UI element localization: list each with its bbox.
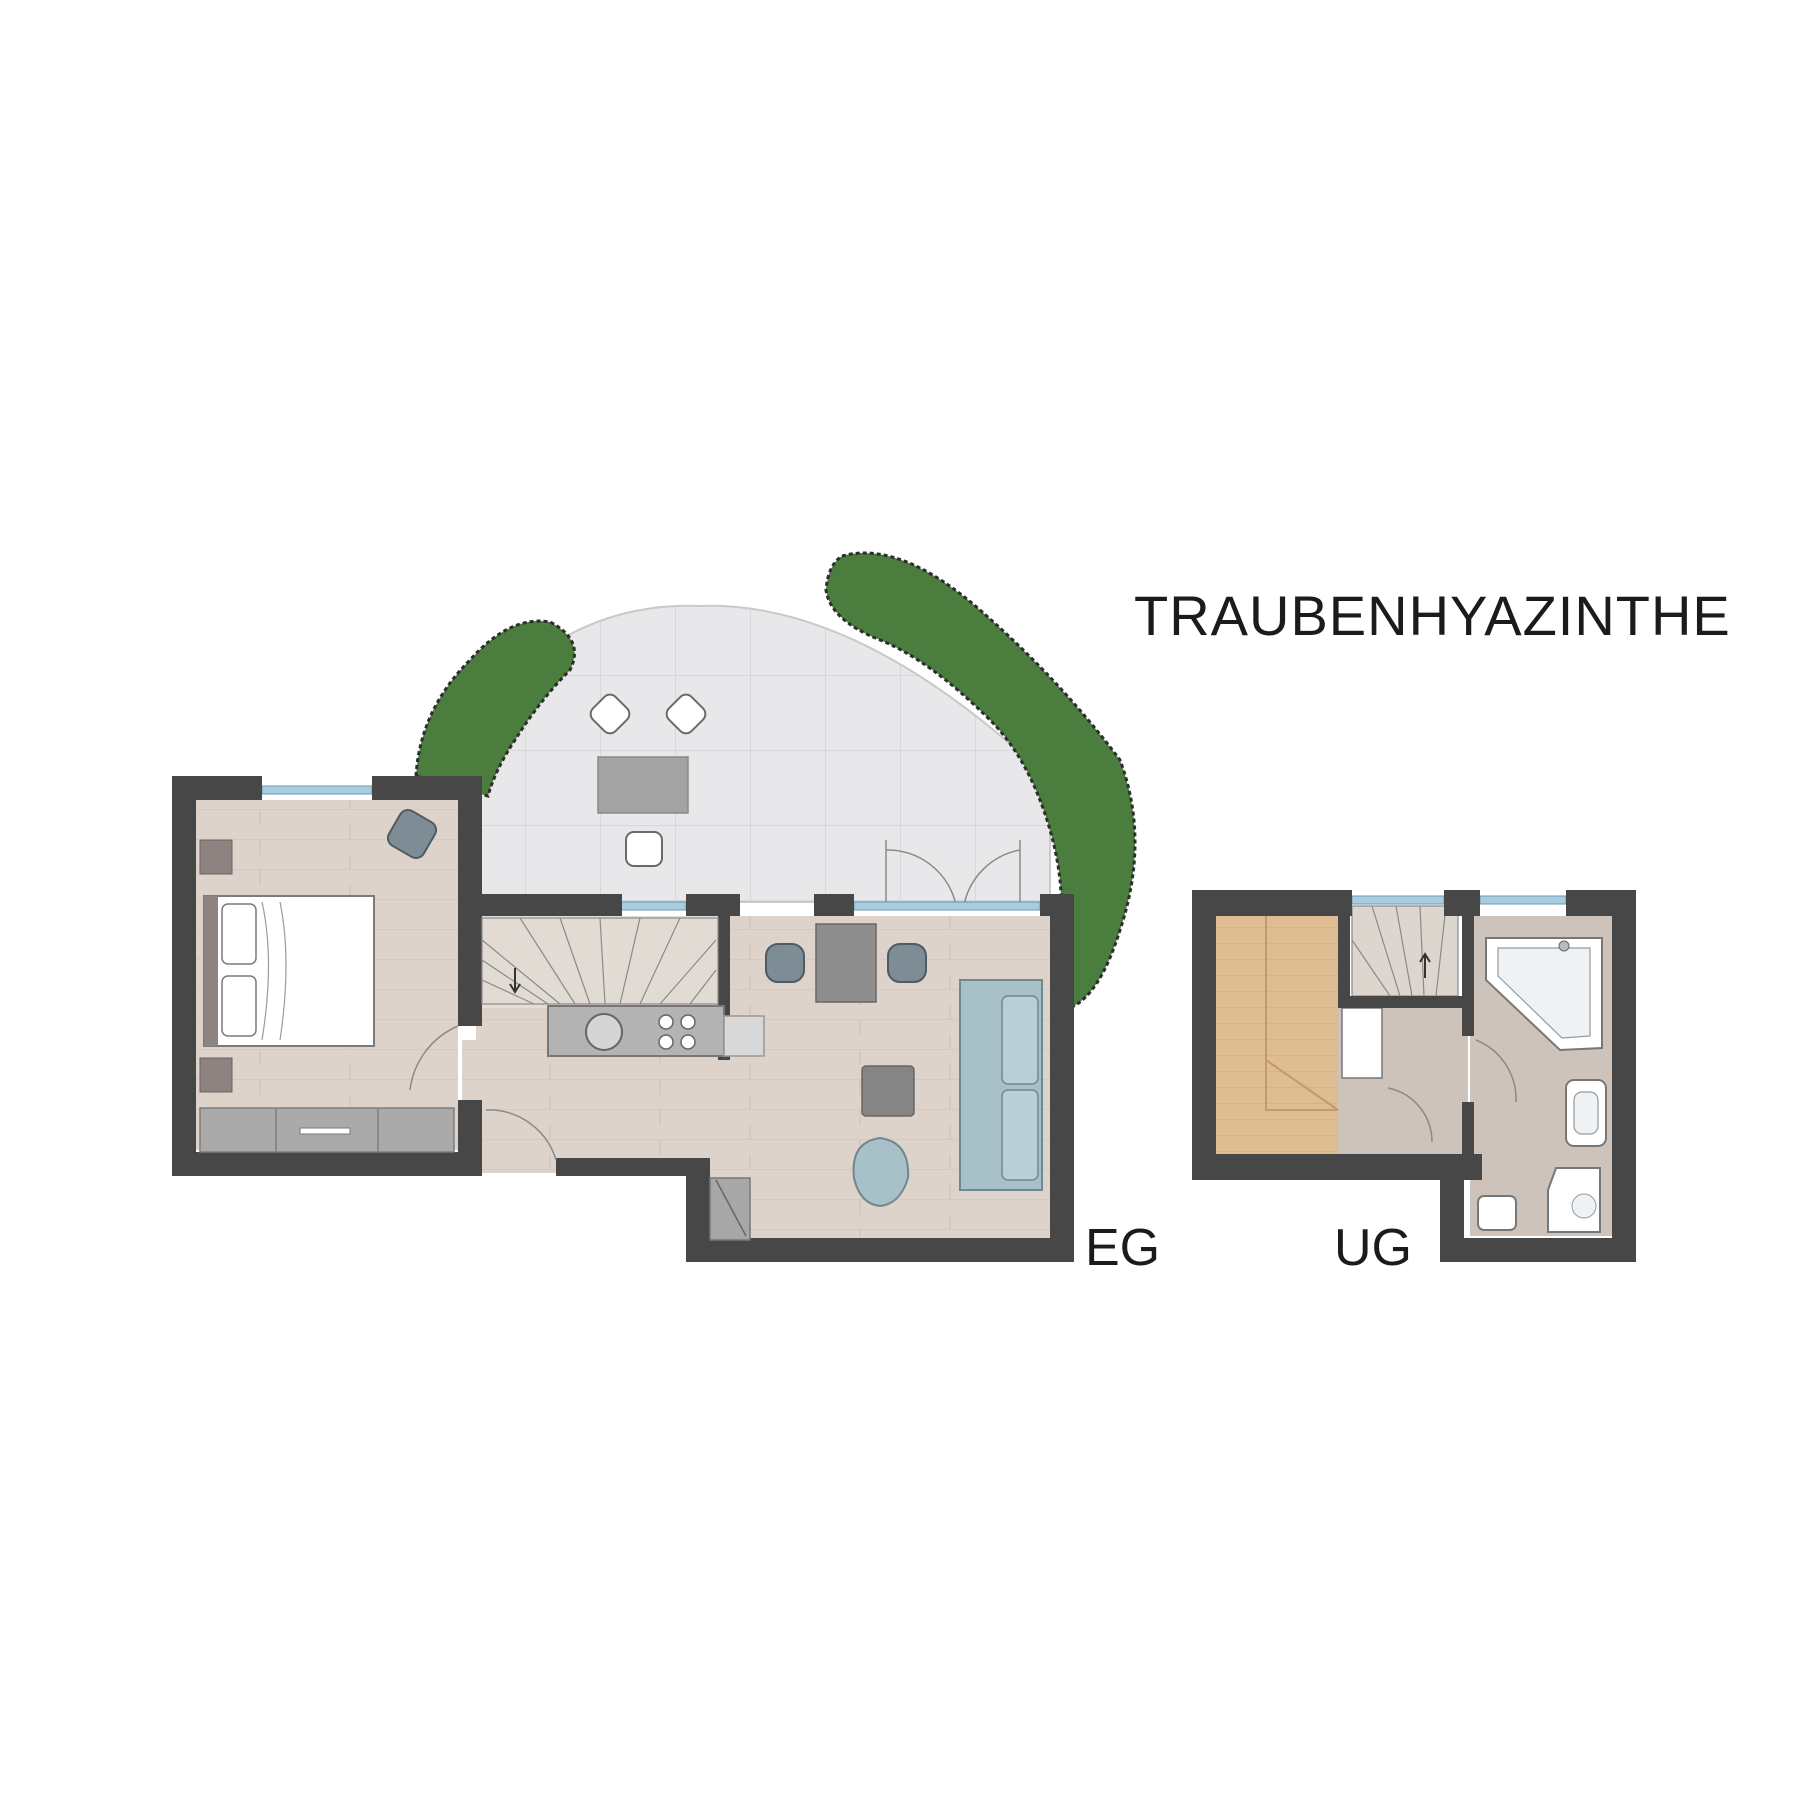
entrance-door-swing	[485, 1109, 557, 1161]
floor-label-ug: UG	[1334, 1219, 1412, 1277]
nightstand-top	[199, 839, 233, 875]
nightstand-bottom	[199, 1057, 233, 1093]
sauna-stove	[1341, 1007, 1383, 1079]
entrance-closet	[709, 1177, 751, 1241]
washbasin-icon	[1565, 1079, 1607, 1147]
terrace-table-icon	[597, 756, 689, 814]
sofa-icon	[959, 979, 1043, 1191]
coffee-table	[861, 1065, 915, 1117]
bathtub-icon	[1485, 937, 1603, 1052]
floor-label-eg: EG	[1085, 1219, 1161, 1277]
wardrobe	[199, 1107, 455, 1153]
terrace-chair-right	[665, 693, 707, 735]
bath-door-swing	[1475, 1039, 1517, 1103]
dining-table-icon	[815, 923, 877, 1003]
terrace-door-swing	[885, 840, 1021, 906]
terrace	[461, 604, 1051, 906]
bedroom-door-swing	[409, 1025, 459, 1091]
staircase-icon	[481, 917, 719, 1005]
terrace-chair-bottom	[625, 831, 663, 867]
bed-icon	[203, 895, 375, 1047]
ug-walls	[1192, 890, 1636, 1262]
armchair-icon-bedroom	[386, 808, 438, 860]
armchair-icon	[852, 1136, 910, 1208]
kitchen-counter-icon	[547, 1005, 765, 1057]
sauna-bench-icon	[1265, 916, 1339, 1111]
hedge-icon	[414, 619, 576, 798]
terrace-chair-left	[589, 693, 631, 735]
ug-stair	[1351, 905, 1459, 997]
dining-chair-right	[887, 943, 927, 983]
dining-chair-left	[765, 943, 805, 983]
shower-icon	[1547, 1167, 1601, 1233]
eg-walls	[172, 776, 1074, 1262]
toilet-icon	[1477, 1195, 1517, 1231]
ug-door-swing	[1387, 1087, 1433, 1143]
plan-title: TRAUBENHYAZINTHE	[1134, 584, 1731, 647]
